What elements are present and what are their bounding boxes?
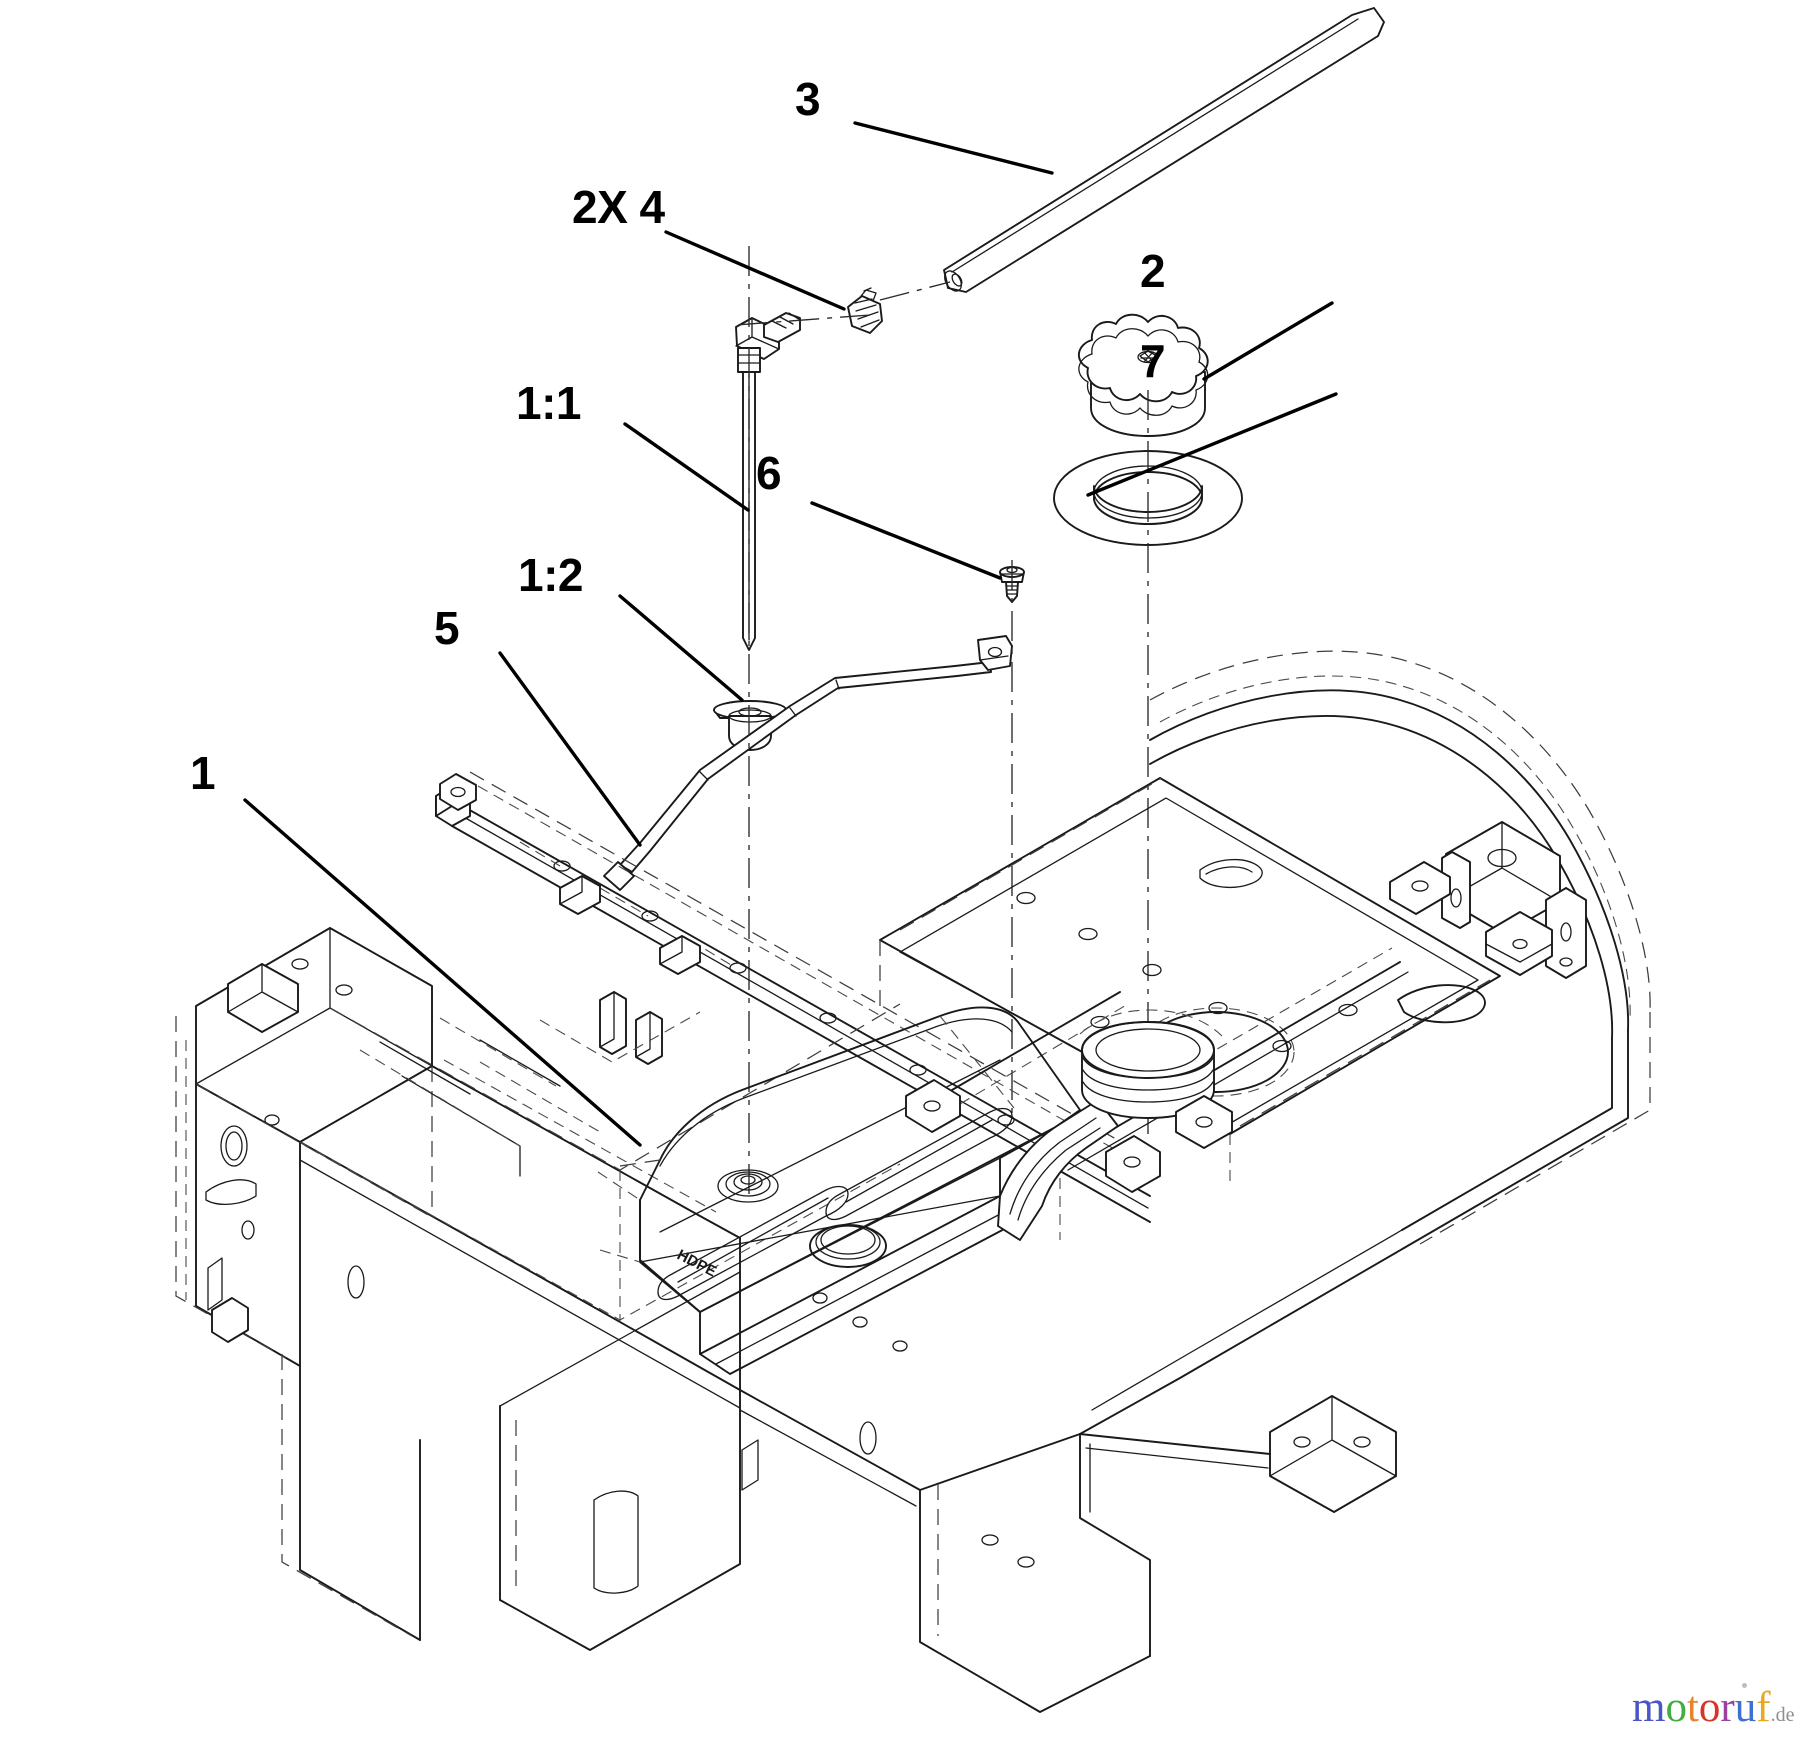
- watermark-suffix: .de: [1770, 1704, 1795, 1726]
- frame-front-left-structure: [175, 927, 433, 1641]
- watermark-letter-u: u: [1734, 1684, 1757, 1731]
- watermark-letter-t: t: [1686, 1684, 1699, 1731]
- tank-hidden-outline: [597, 1159, 661, 1263]
- callout-label-1-2: 1:2: [518, 549, 583, 601]
- fuel-tank-filler-neck: [997, 1009, 1223, 1241]
- assembly-centerlines: [735, 246, 1149, 1200]
- part-1-2-grommet: [713, 700, 787, 751]
- callout-label-2: 2: [1140, 245, 1166, 297]
- callout-label-1-1: 1:1: [516, 377, 581, 429]
- frame-bracket-right: [1389, 821, 1587, 1024]
- callout-label-6: 6: [756, 447, 782, 499]
- part-4-hose-clamp: [847, 287, 883, 334]
- frame-front-post: [299, 1059, 908, 1651]
- callout-label-2x-4: 2X 4: [572, 181, 665, 233]
- callout-label-1: 1: [190, 747, 216, 799]
- callout-leader-lines: [243, 121, 1338, 1147]
- part-1-frame-and-fuel-tank-assembly: HDPE: [175, 650, 1651, 1713]
- watermark-trademark-dot: [1742, 1683, 1748, 1688]
- part-3-vent-tube: [943, 7, 1385, 293]
- watermark-letter-r: r: [1720, 1684, 1735, 1731]
- watermark-letter-o2: o: [1698, 1684, 1721, 1731]
- watermark-motoruf: motoruf.de: [1632, 1683, 1795, 1731]
- watermark-letter-m: m: [1632, 1684, 1666, 1731]
- frame-hidden-bracing: [195, 940, 1231, 1322]
- callout-label-3: 3: [795, 73, 821, 125]
- callout-label-7: 7: [1140, 335, 1166, 387]
- part-5-tank-strap-rod: [603, 635, 1013, 891]
- frame-lower-panels: [739, 1389, 1397, 1713]
- watermark-letter-f: f: [1756, 1684, 1771, 1731]
- watermark-letter-o1: o: [1665, 1684, 1687, 1731]
- callout-label-5: 5: [434, 602, 460, 654]
